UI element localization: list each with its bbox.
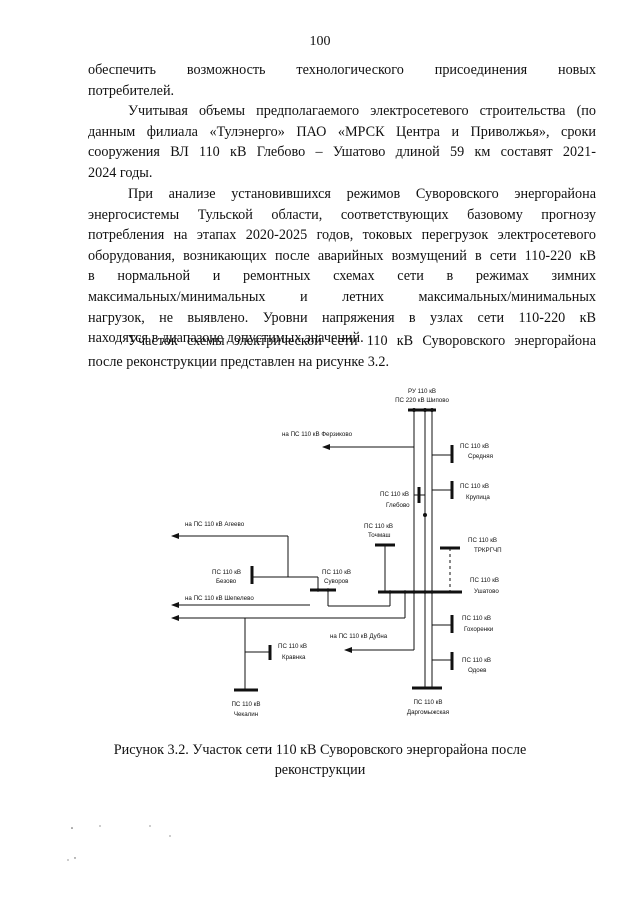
label-glebovo-2: Глебово — [386, 502, 410, 509]
label-bezovo-2: Безово — [216, 578, 237, 585]
scan-specks — [67, 825, 171, 861]
label-suvorov-1: ПС 110 кВ — [322, 569, 351, 576]
label-glebovo-1: ПС 110 кВ — [380, 491, 409, 498]
label-ushatovo-2: Ушатово — [474, 588, 499, 595]
label-gorokhovka-2: Гохоренки — [464, 626, 494, 633]
text-line: 2024 годы. — [88, 164, 153, 181]
caption-line-2: реконструкции — [274, 762, 366, 778]
label-chekalin-1: ПС 110 кВ — [231, 701, 260, 708]
text-line: сооружения ВЛ 110 кВ Глебово – Ушатово д… — [88, 144, 596, 161]
network-diagram: РУ 110 кВ ПС 220 кВ Шипово на ПС 110 кВ … — [171, 388, 502, 718]
label-shipovo: ПС 220 кВ Шипово — [395, 397, 449, 404]
speck — [67, 859, 69, 861]
label-trkrgchp-1: ПС 110 кВ — [468, 537, 497, 544]
paragraph-1: обеспечить возможность технологического … — [88, 60, 596, 101]
label-tochmash-2: Точмаш — [368, 532, 391, 539]
speck — [99, 825, 101, 827]
breaker-dot — [430, 590, 434, 594]
label-gorokhovka-1: ПС 110 кВ — [462, 615, 491, 622]
text-line: в нормальной и ремонтных схемах сети в р… — [88, 268, 596, 285]
text-line: нагрузок, не выявлено. Уровни напряжения… — [88, 309, 596, 326]
text-line: потребителей. — [88, 82, 175, 99]
text-line: Участок схемы электрической сети 110 кВ … — [128, 333, 596, 349]
label-dargomyzh-1: ПС 110 кВ — [413, 699, 442, 706]
text-line: При анализе установившихся режимов Сувор… — [128, 186, 596, 202]
label-to-dubna: на ПС 110 кВ Дубна — [330, 633, 388, 640]
text-line: энергосистемы Тульской области, соответс… — [88, 206, 596, 223]
breaker-dot — [388, 590, 392, 594]
label-krutoe-1: ПС 110 кВ — [460, 483, 489, 490]
paragraph-2: Учитывая объемы предполагаемого электрос… — [88, 101, 596, 183]
label-odoev-2: Одоев — [468, 667, 487, 674]
breaker-dot — [403, 590, 407, 594]
label-ru110: РУ 110 кВ — [408, 388, 436, 395]
label-dargomyzh-2: Даргомыжская — [407, 709, 449, 716]
label-srednyaya-2: Средняя — [468, 453, 493, 460]
label-to-shepelevo: на ПС 110 кВ Шепелево — [185, 595, 254, 602]
breaker-dot — [423, 513, 427, 517]
speck — [169, 835, 171, 837]
text-line: Учитывая объемы предполагаемого электрос… — [128, 103, 596, 119]
breaker-dot — [316, 588, 320, 592]
label-srednyaya-1: ПС 110 кВ — [460, 443, 489, 450]
label-odoev-1: ПС 110 кВ — [462, 657, 491, 664]
text-line: данным филиала «Тулэнерго» ПАО «МРСК Цен… — [88, 123, 596, 140]
text-line: оборудования, возникающих после аварийны… — [88, 247, 596, 264]
breaker-dot — [423, 590, 427, 594]
label-ushatovo-1: ПС 110 кВ — [470, 577, 499, 584]
label-tochmash-1: ПС 110 кВ — [364, 523, 393, 530]
breaker-dot — [423, 408, 427, 412]
text-line: обеспечить возможность технологического … — [88, 62, 596, 78]
speck — [71, 827, 73, 829]
text-line: после реконструкции представлен на рисун… — [88, 353, 389, 370]
label-to-ageevo: на ПС 110 кВ Агеево — [185, 521, 245, 528]
label-chekalin-2: Чекалин — [234, 711, 258, 718]
paragraph-4: Участок схемы электрической сети 110 кВ … — [88, 331, 596, 372]
label-kravnka-2: Кравнка — [282, 654, 306, 661]
text-line: потребления на этапах 2020-2025 годов, т… — [88, 227, 596, 244]
label-kravnka-1: ПС 110 кВ — [278, 643, 307, 650]
label-suvorov-2: Суворов — [324, 578, 349, 585]
text-line: максимальных/минимальных и летних максим… — [88, 288, 596, 305]
figure-caption: Рисунок 3.2. Участок сети 110 кВ Суворов… — [60, 740, 580, 780]
label-krutoe-2: Крупица — [466, 494, 490, 501]
speck — [149, 825, 151, 827]
label-to-ferzikovo: на ПС 110 кВ Ферзиково — [282, 431, 353, 438]
breaker-dot — [430, 408, 434, 412]
speck — [74, 857, 76, 859]
page-number: 100 — [309, 34, 331, 49]
label-bezovo-1: ПС 110 кВ — [212, 569, 241, 576]
caption-line-1: Рисунок 3.2. Участок сети 110 кВ Суворов… — [113, 742, 527, 758]
breaker-dot — [412, 590, 416, 594]
breaker-dot — [326, 588, 330, 592]
paragraph-3: При анализе установившихся режимов Сувор… — [88, 184, 596, 349]
text-line: находятся в диапазоне допустимых значени… — [88, 330, 364, 347]
label-trkrgchp-2: ТРКРГЧП — [474, 547, 502, 554]
breaker-dot — [412, 408, 416, 412]
